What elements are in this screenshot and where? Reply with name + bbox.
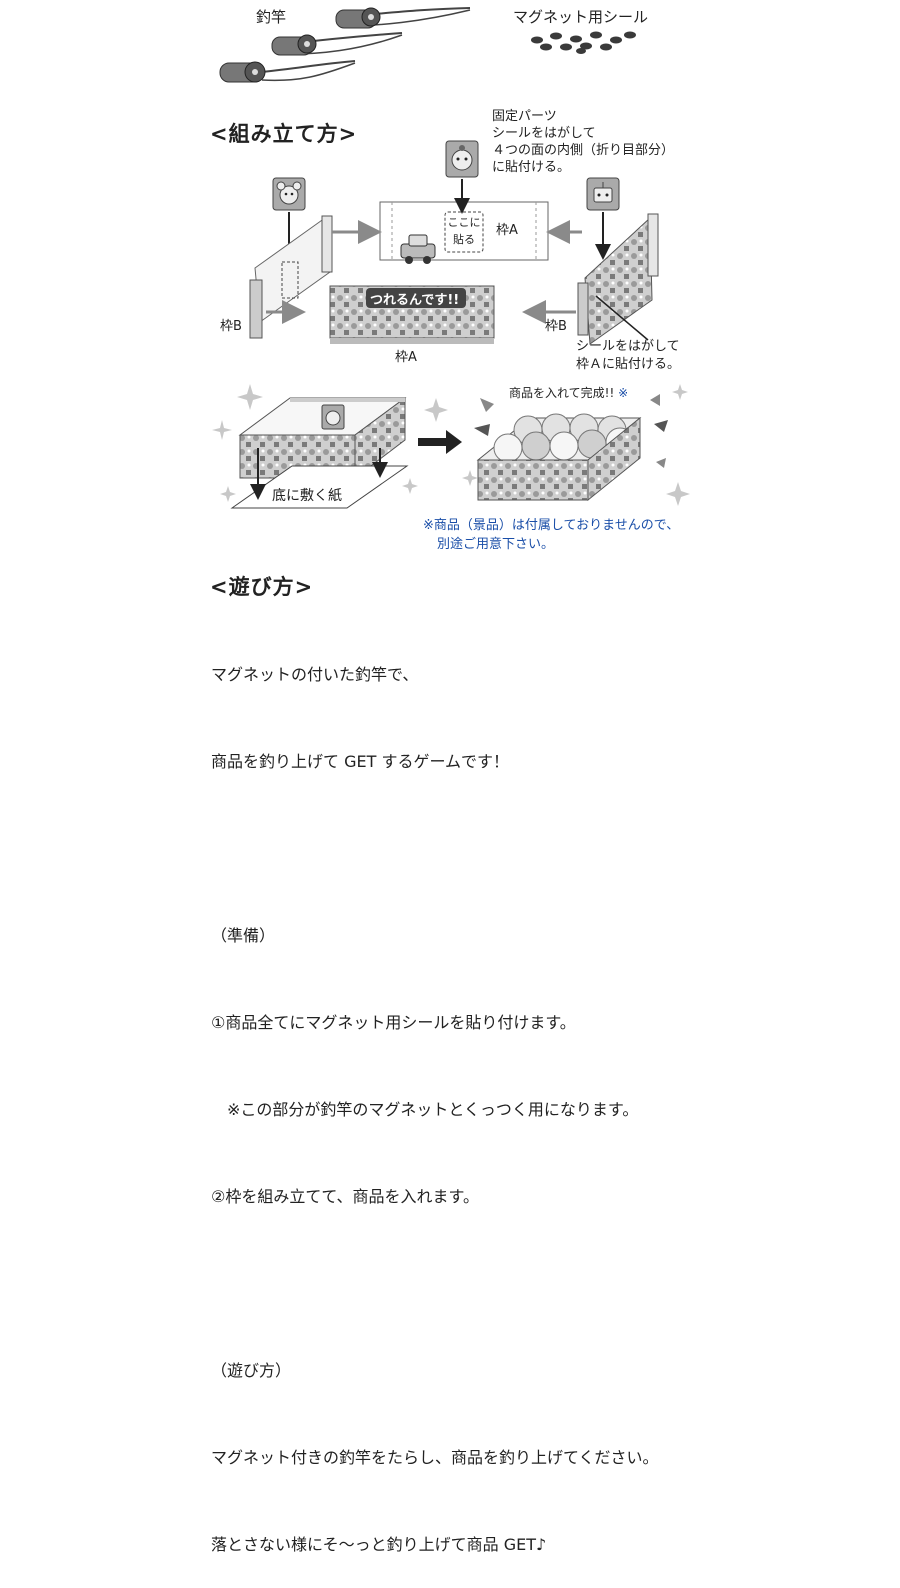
bottom-paper-sheet (230, 465, 409, 509)
fishing-rod-label: 釣竿 (256, 8, 287, 26)
fixing-parts-line: シールをはがして (492, 126, 596, 141)
howto-line: マグネット付きの釣竿をたらし、商品を釣り上げてください。 (211, 1448, 659, 1467)
completed-box-illustration (476, 413, 642, 502)
howto-body: マグネットの付いた釣竿で、 商品を釣り上げて GET するゲームです！ （準備）… (211, 602, 659, 1588)
asterisk-mark: ※ (618, 386, 629, 400)
stick-here-label: ここに 貼る (447, 214, 481, 248)
howto-line: 商品を釣り上げて GET するゲームです！ (211, 752, 509, 771)
howto-line: ①商品全てにマグネット用シールを貼り付けます。 (211, 1013, 576, 1032)
decorative-triangles (474, 394, 668, 468)
illustrations (212, 7, 690, 509)
banner-text: つれるんです!! (370, 293, 460, 308)
robot-head-sticker-icon (445, 140, 479, 178)
frame-a-label: 枠A (496, 223, 518, 238)
howto-line: ※この部分が釣竿のマグネットとくっつく用になります。 (211, 1100, 639, 1119)
assembled-box-illustration (230, 397, 409, 509)
frame-b-label: 枠B (545, 319, 567, 334)
robot-sticker-icon (586, 177, 620, 211)
fixing-parts-line: に貼付ける。 (492, 160, 571, 175)
fishing-rods-illustration (219, 7, 471, 83)
complete-label-text: 商品を入れて完成!! (509, 386, 615, 400)
robot-head-sticker-icon (321, 404, 345, 430)
bear-sticker-icon (272, 177, 306, 211)
magnet-sticker-label: マグネット用シール (513, 8, 649, 26)
toy-car-icon (400, 234, 436, 264)
howto-line: 落とさない様にそ〜っと釣り上げて商品 GET♪ (211, 1535, 547, 1554)
frame-b-left-panel (249, 215, 333, 339)
right-note-line: 枠Ａに貼付ける。 (576, 357, 681, 372)
howto-line (211, 1269, 659, 1298)
fishing-rod (219, 60, 356, 83)
stick-here-line: ここに (447, 216, 481, 229)
howto-line: （遊び方） (211, 1361, 292, 1380)
bottom-paper-label: 底に敷く紙 (272, 488, 342, 504)
frame-a-printed-panel (329, 285, 495, 344)
stick-here-line: 貼る (453, 233, 475, 246)
howto-line: ②枠を組み立てて、商品を入れます。 (211, 1187, 479, 1206)
product-note-line: 別途ご用意下さい。 (437, 537, 555, 552)
right-arrow-icon (418, 430, 462, 454)
right-note-line: シールをはがして (576, 339, 680, 354)
product-note-line: ※商品（景品）は付属しておりませんので、 (423, 518, 680, 533)
magnet-stickers-illustration (531, 31, 636, 54)
howto-line: （準備） (211, 926, 276, 945)
frame-b-right-panel (577, 213, 659, 345)
fixing-parts-line: ４つの面の内側（折り目部分） (492, 143, 675, 158)
fishing-rod (271, 32, 403, 56)
howto-heading: <遊び方> (210, 575, 314, 599)
assembly-heading: <組み立て方> (210, 122, 358, 146)
frame-b-label: 枠B (220, 319, 242, 334)
howto-line (211, 834, 659, 863)
decorative-sparkles (212, 384, 690, 506)
howto-line: マグネットの付いた釣竿で、 (211, 665, 419, 684)
frame-a-label: 枠A (395, 350, 417, 365)
complete-label: 商品を入れて完成!! ※ (509, 384, 628, 401)
fishing-rod (335, 7, 471, 29)
assembly-diagram (249, 140, 659, 345)
fixing-parts-title: 固定パーツ (492, 109, 557, 124)
